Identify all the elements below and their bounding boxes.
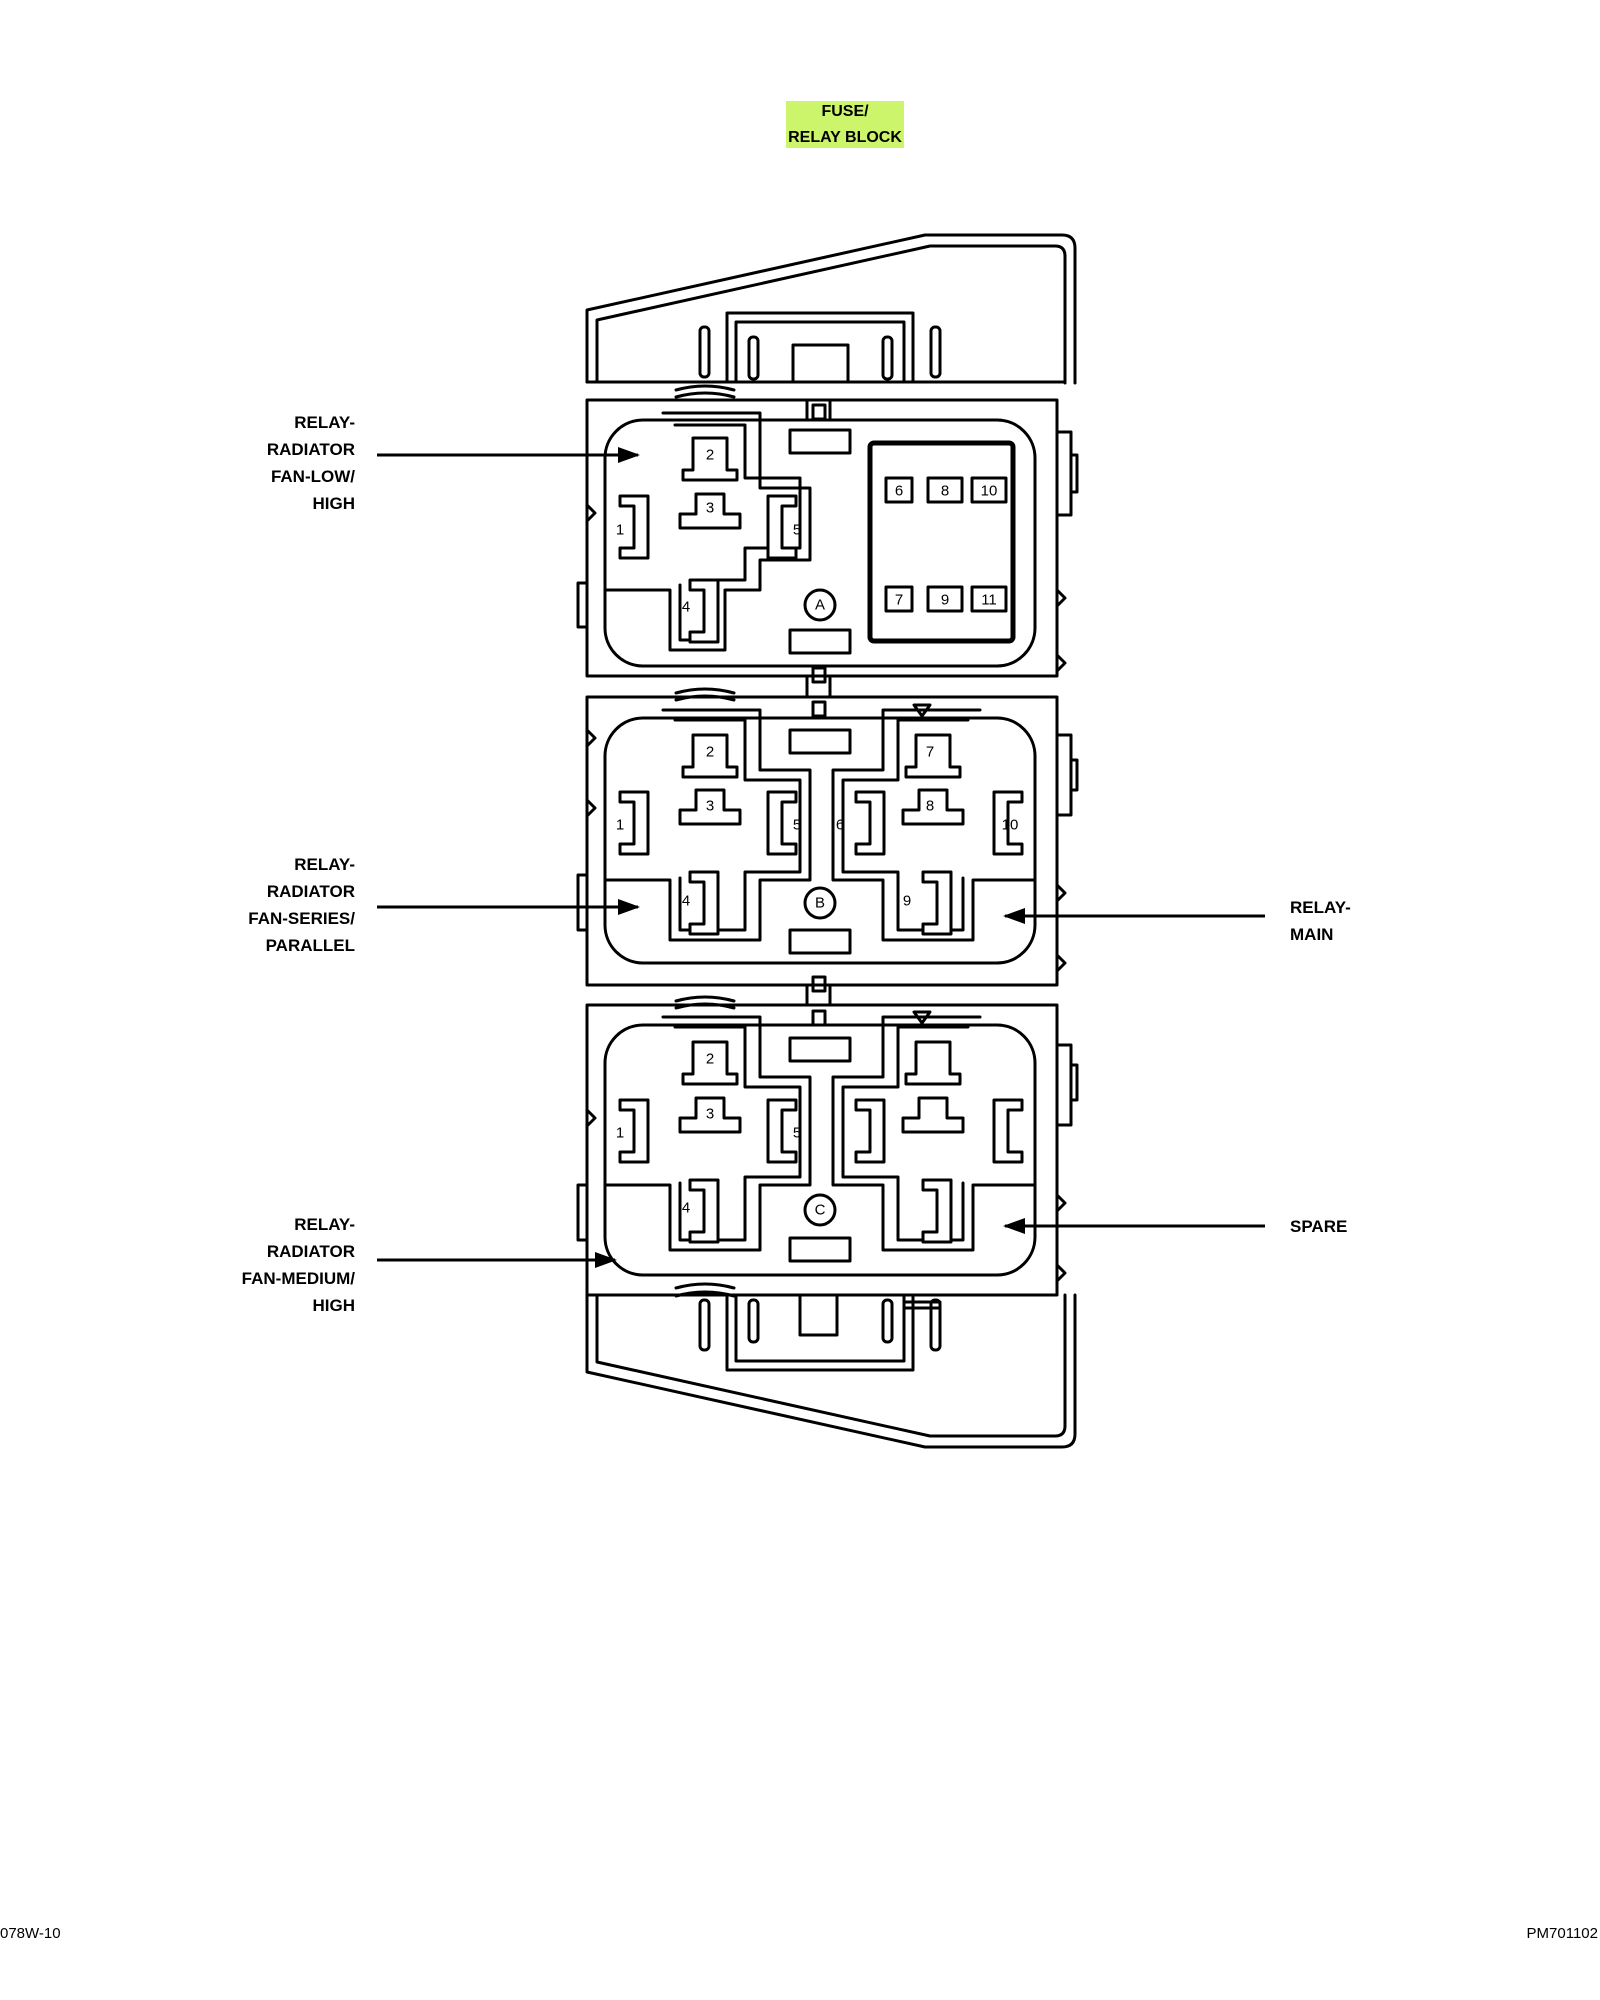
c-pin-5: 5: [793, 1125, 801, 1142]
title-line-2: RELAY BLOCK: [788, 129, 902, 146]
callout-main-line-2: MAIN: [1290, 925, 1333, 944]
section-a: A 1 2 3 4 5 6 8 10 7 9 11: [603, 411, 1037, 668]
b-pin-6: 6: [836, 817, 844, 834]
callout-medium-line-4: HIGH: [313, 1296, 356, 1315]
callout-relay-main: RELAY- MAIN: [1003, 898, 1351, 944]
title-block: FUSE/ RELAY BLOCK: [786, 101, 904, 148]
footer-left-code: 078W-10: [0, 1925, 61, 1942]
b-pin-1: 1: [616, 817, 624, 834]
section-b: B 1 2 3 4 5 6 7 8 9 10: [603, 703, 1037, 965]
block-housing: [576, 233, 1079, 1449]
c-pin-1: 1: [616, 1125, 624, 1142]
a-pin-3: 3: [706, 500, 714, 517]
callout-low-high-line-2: RADIATOR: [267, 440, 355, 459]
c-pin-2: 2: [706, 1051, 714, 1068]
a-fuse-11: 11: [981, 592, 997, 609]
b-pin-7: 7: [926, 744, 934, 761]
b-pin-2: 2: [706, 744, 714, 761]
section-a-id: A: [815, 597, 825, 614]
title-line-1: FUSE/: [821, 103, 869, 120]
a-pin-5: 5: [793, 522, 801, 539]
callout-relay-low-high: RELAY- RADIATOR FAN-LOW/ HIGH: [267, 413, 640, 513]
callout-low-high-line-1: RELAY-: [294, 413, 355, 432]
callout-low-high-line-3: FAN-LOW/: [271, 467, 355, 486]
a-fuse-8: 8: [941, 483, 949, 500]
callout-series-line-2: RADIATOR: [267, 882, 355, 901]
title-highlight: [786, 101, 904, 148]
b-pin-9: 9: [903, 893, 911, 910]
callout-series-line-3: FAN-SERIES/: [248, 909, 355, 928]
b-pin-5: 5: [793, 817, 801, 834]
callout-series-line-1: RELAY-: [294, 855, 355, 874]
a-pin-2: 2: [706, 447, 714, 464]
section-b-id: B: [815, 895, 825, 912]
a-pin-1: 1: [616, 522, 624, 539]
a-pin-4: 4: [682, 599, 690, 616]
callout-medium-line-1: RELAY-: [294, 1215, 355, 1234]
callout-spare-line-1: SPARE: [1290, 1217, 1347, 1236]
b-pin-3: 3: [706, 798, 714, 815]
a-fuse-7: 7: [895, 592, 903, 609]
c-pin-4: 4: [682, 1200, 690, 1217]
callout-medium-line-3: FAN-MEDIUM/: [242, 1269, 356, 1288]
a-fuse-10: 10: [981, 483, 998, 500]
a-fuse-9: 9: [941, 592, 949, 609]
footer-right-code: PM701102: [1527, 1925, 1598, 1942]
callout-low-high-line-4: HIGH: [313, 494, 356, 513]
section-c: C 1 2 3 4 5: [603, 1010, 1037, 1277]
b-pin-8: 8: [926, 798, 934, 815]
callout-spare: SPARE: [1003, 1217, 1347, 1236]
callout-series-line-4: PARALLEL: [266, 936, 355, 955]
section-c-id: C: [815, 1202, 826, 1219]
callout-main-line-1: RELAY-: [1290, 898, 1351, 917]
callout-relay-medium-high: RELAY- RADIATOR FAN-MEDIUM/ HIGH: [242, 1215, 617, 1315]
a-fuse-6: 6: [895, 483, 903, 500]
b-pin-4: 4: [682, 893, 690, 910]
callout-medium-line-2: RADIATOR: [267, 1242, 355, 1261]
callout-relay-series-parallel: RELAY- RADIATOR FAN-SERIES/ PARALLEL: [248, 855, 640, 955]
b-pin-10: 10: [1002, 817, 1019, 834]
c-pin-3: 3: [706, 1106, 714, 1123]
